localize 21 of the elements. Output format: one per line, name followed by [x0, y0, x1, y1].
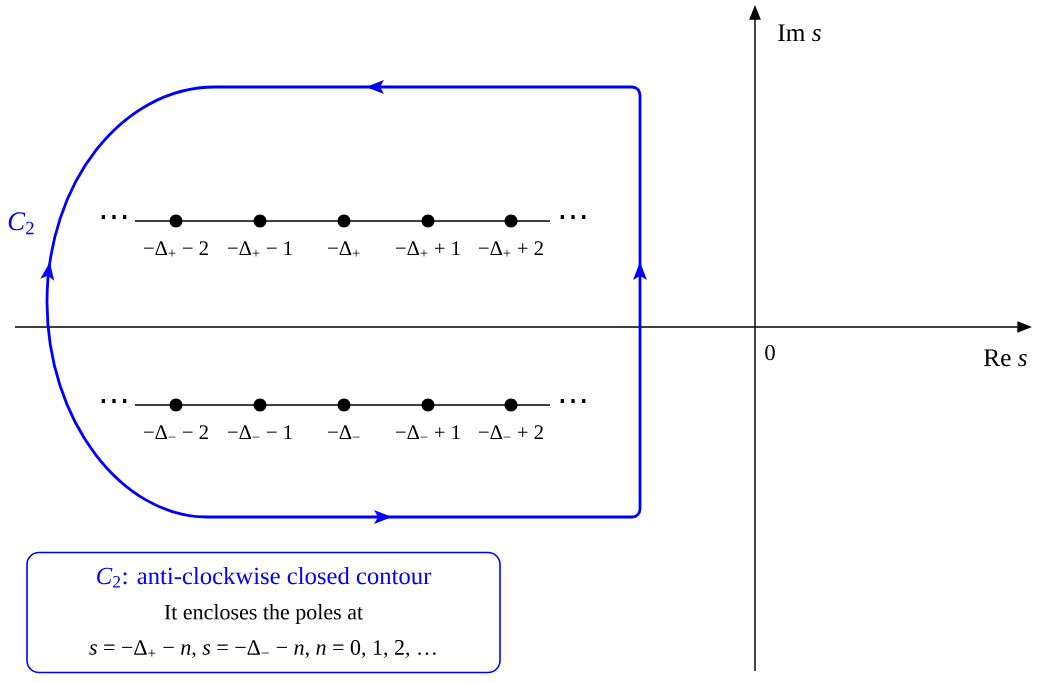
contour-label: C$_{2}$: [8, 212, 34, 235]
ellipsis: ⋯: [560, 215, 586, 219]
pole-label: −Δ$_{+}$ + 2: [479, 241, 543, 257]
pole-label: −Δ$_{−}$ − 2: [144, 425, 208, 439]
ellipsis: ⋯: [101, 215, 127, 219]
pole-label: −Δ$_{−}$: [328, 425, 360, 439]
pole-label: −Δ$_{+}$ − 2: [144, 241, 208, 257]
ellipsis: ⋯: [560, 399, 586, 403]
pole-label: −Δ$_{+}$: [328, 241, 360, 257]
axis-label: Im s: [778, 24, 821, 42]
pole-label: −Δ$_{−}$ + 2: [479, 425, 543, 439]
pole-label: −Δ$_{+}$ + 1: [396, 241, 460, 257]
note-box: [26, 551, 501, 674]
origin-label: 0: [765, 344, 775, 361]
pole-label: −Δ$_{−}$ − 1: [228, 425, 292, 439]
box-heading: C$_{2}$: anti-clockwise closed contour: [97, 566, 432, 588]
ellipsis: ⋯: [101, 399, 127, 403]
pole-label: −Δ$_{+}$ − 1: [228, 241, 292, 257]
pole-label: −Δ$_{−}$ + 1: [396, 425, 460, 439]
box-text: It encloses the poles at s = −Δ$_{+}$ − n, s = −Δ$_{−}$ − n, n = 0, 1, 2, …: [89, 604, 436, 659]
axis-label: Re s: [984, 349, 1027, 367]
